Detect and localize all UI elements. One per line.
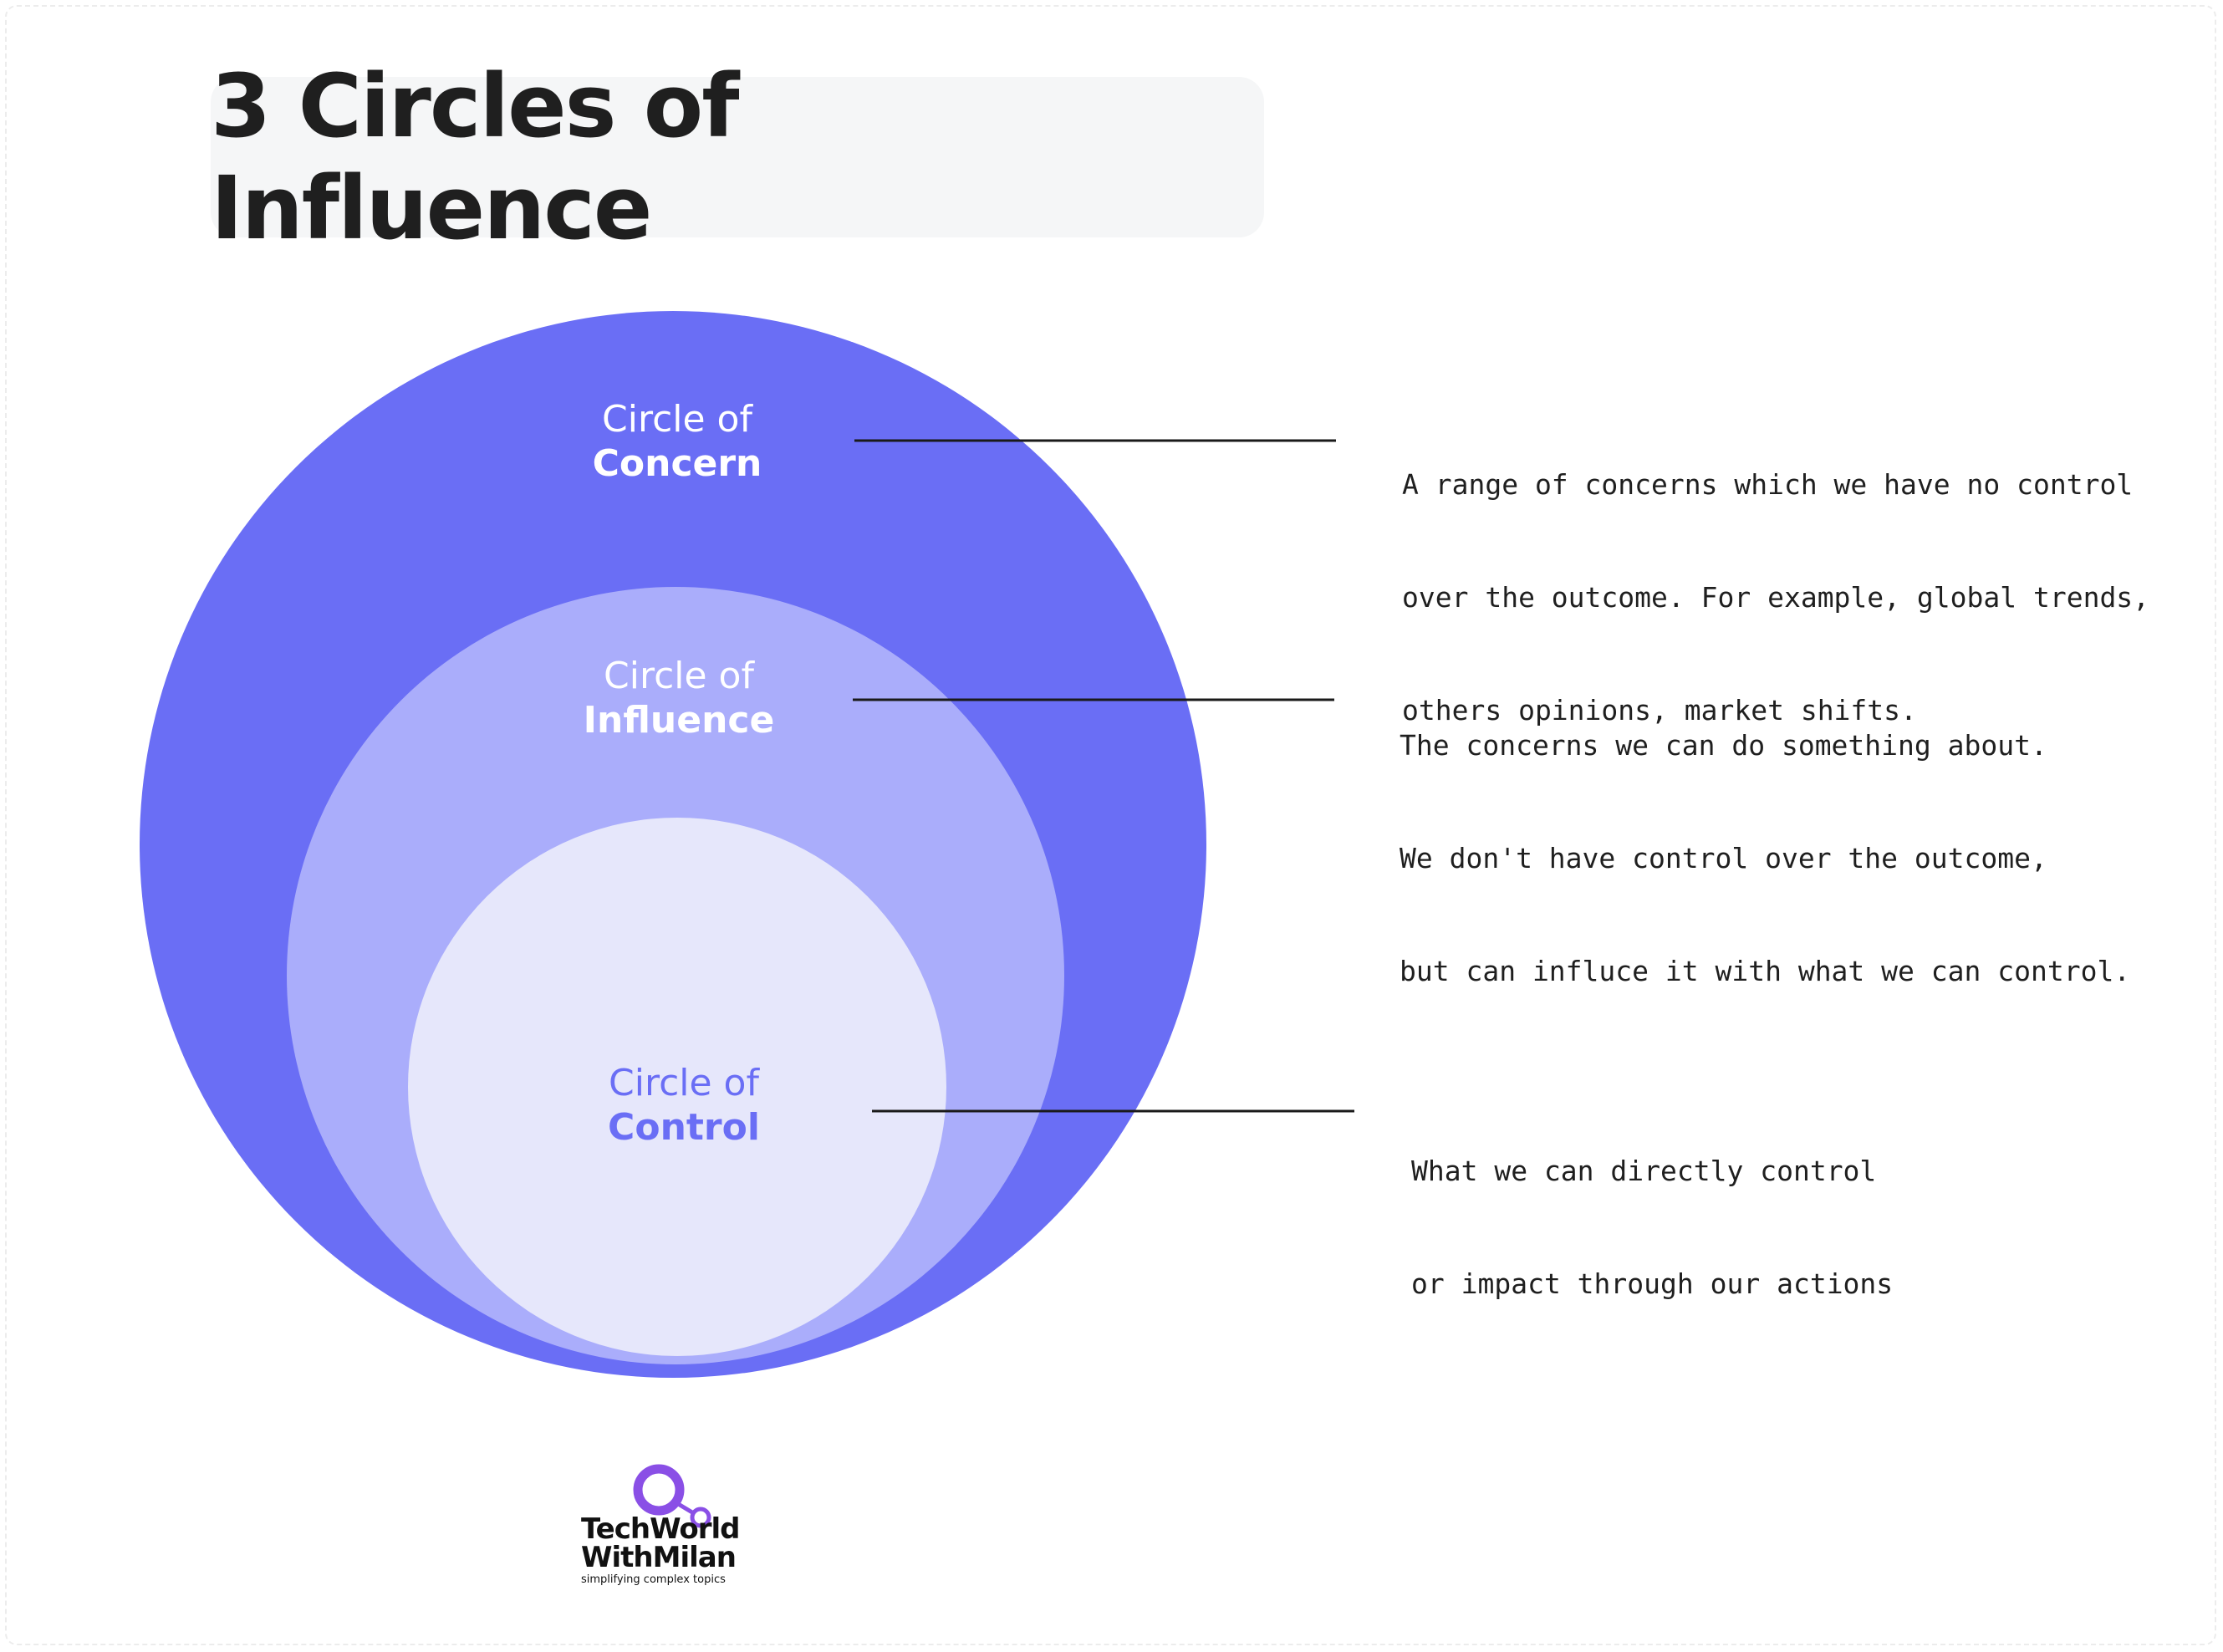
description-line: A range of concerns which we have no con… (1402, 468, 2134, 501)
brand-tagline: simplifying complex topics (581, 1573, 726, 1586)
title-banner (211, 77, 1264, 237)
description-line: but can influce it with what we can cont… (1400, 955, 2131, 987)
description-line: What we can directly control (1411, 1155, 1877, 1187)
label-line1: Circle of (609, 1062, 759, 1104)
description-control: What we can directly control or impact t… (1411, 1077, 2205, 1340)
canvas-frame (5, 5, 2216, 1645)
description-concern: A range of concerns which we have no con… (1402, 390, 2196, 767)
description-line: We don't have control over the outcome, (1400, 842, 2047, 874)
label-circle-of-influence: Circle of Influence (512, 655, 846, 743)
description-line: or impact through our actions (1411, 1267, 1894, 1300)
description-line: The concerns we can do something about. (1400, 729, 2047, 762)
brand-name-line1: TechWorld (581, 1512, 741, 1546)
label-circle-of-control: Circle of Control (517, 1062, 851, 1150)
description-influence: The concerns we can do something about. … (1400, 651, 2194, 1027)
connected-nodes-icon (633, 1464, 711, 1528)
label-line2: Influence (583, 698, 775, 742)
description-line: over the outcome. For example, global tr… (1402, 581, 2150, 614)
label-line1: Circle of (602, 398, 752, 441)
label-line2: Concern (592, 441, 762, 485)
description-line: others opinions, market shifts. (1402, 694, 1917, 727)
brand-logo: TechWorld WithMilan simplifying complex … (581, 1515, 782, 1587)
circle-of-control (408, 818, 946, 1356)
label-circle-of-concern: Circle of Concern (510, 398, 844, 487)
label-line2: Control (608, 1105, 760, 1149)
brand-name-line2: WithMilan (581, 1541, 737, 1574)
label-line1: Circle of (604, 655, 754, 697)
